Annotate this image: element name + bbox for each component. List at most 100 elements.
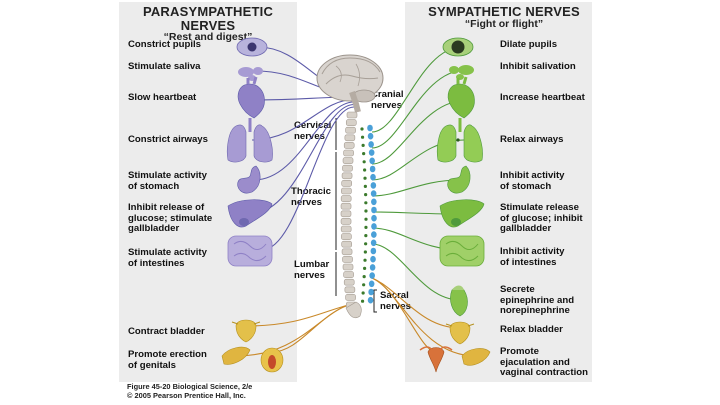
sacral-nerve-path [245,303,353,327]
parasympathetic-subtitle: “Rest and digest” [163,31,253,44]
ganglion-node [362,160,366,164]
para-effect-label: Contract bladder [128,326,205,337]
para-organs [221,37,284,373]
credit-line-2: © 2005 Pearson Prentice Hall, Inc. [127,390,246,400]
ganglion-node [363,184,367,188]
vertebra [340,195,352,202]
sacrum [345,301,362,319]
ganglion [371,198,377,206]
ganglion [368,288,374,296]
ganglion-node [363,250,367,254]
ganglion-node [363,176,367,180]
para-effect-label: Slow heartbeat [128,92,197,103]
vertebra [341,240,352,248]
sacral-bracket [373,289,377,313]
ganglion-node [364,225,368,229]
ganglion [368,149,375,156]
vertebra [341,180,352,187]
ganglion [367,132,374,140]
sympathetic-panel [405,2,592,382]
eye-icon [442,37,474,57]
liver-icon [439,199,485,228]
ganglion [370,173,376,181]
ganglion-node [363,266,367,270]
ganglion [370,247,377,255]
male-genitals-icon [221,346,251,365]
vertebra [341,187,352,195]
vertebra [344,286,356,294]
para-effect-label: Constrict airways [128,134,208,145]
ganglion-node [364,234,368,238]
symp-effect-label: Dilate pupils [500,39,558,50]
ganglion-node [360,135,365,139]
sacral-nerve-path [371,277,461,329]
ganglion-node [364,201,368,205]
lungs-icon [436,118,483,163]
vertebra [341,233,352,240]
vertebra [344,134,356,142]
ganglion [371,223,377,230]
para-effect-label: Stimulate saliva [128,61,201,72]
ganglion [367,124,373,132]
vertebra [345,119,357,126]
vertebra [342,263,354,271]
brain [316,54,384,113]
vertebra [343,271,354,278]
uterus-icon [419,346,453,373]
vertebra [342,256,353,263]
spinal-column [340,111,362,319]
ganglion [368,280,375,288]
sympathetic-title: SYMPATHETIC NERVES [428,4,580,19]
ganglion [371,206,377,214]
ganglion [367,296,374,304]
stomach-icon [237,165,261,194]
ganglion [369,157,375,165]
parasympathetic-title: PARASYMPATHETIC NERVES [142,4,274,33]
symp-nerve-path [371,46,463,133]
ganglion-node [361,143,365,147]
figure-credit: Figure 45-20 Biological Science, 2/e © 2… [127,382,253,401]
ganglion-node [361,291,365,295]
vertebra [340,202,352,210]
vertebra [346,111,358,119]
vertebra [342,164,353,172]
vertebra [341,172,353,180]
salivary-gland-icon [238,67,263,81]
ganglion-node [363,168,367,172]
symp-organs [419,37,491,373]
para-nerve-path [261,106,355,251]
ganglion [369,272,375,279]
male-genitals-icon [461,348,491,366]
brainstem [349,91,361,113]
credit-line-1: Figure 45-20 Biological Science, 2/e [127,382,253,391]
ganglion [370,239,377,247]
region-brackets [335,118,377,313]
ganglion-node [363,258,367,262]
ganglion [370,182,377,189]
parasympathetic-panel [119,2,297,382]
para-effect-label: Constrict pupils [128,39,202,50]
ganglion-node [364,193,368,197]
ganglion [369,165,376,173]
ganglion [371,214,377,222]
ganglion [370,255,376,263]
ganglion-node [364,217,368,221]
para-nerve-path [253,101,355,181]
vertebra [343,142,355,149]
vertebra [343,278,355,286]
symp-effect-label: Relax bladder [500,324,563,335]
vertebra [343,149,354,157]
lungs-icon [226,118,273,163]
vertebra [345,294,356,301]
